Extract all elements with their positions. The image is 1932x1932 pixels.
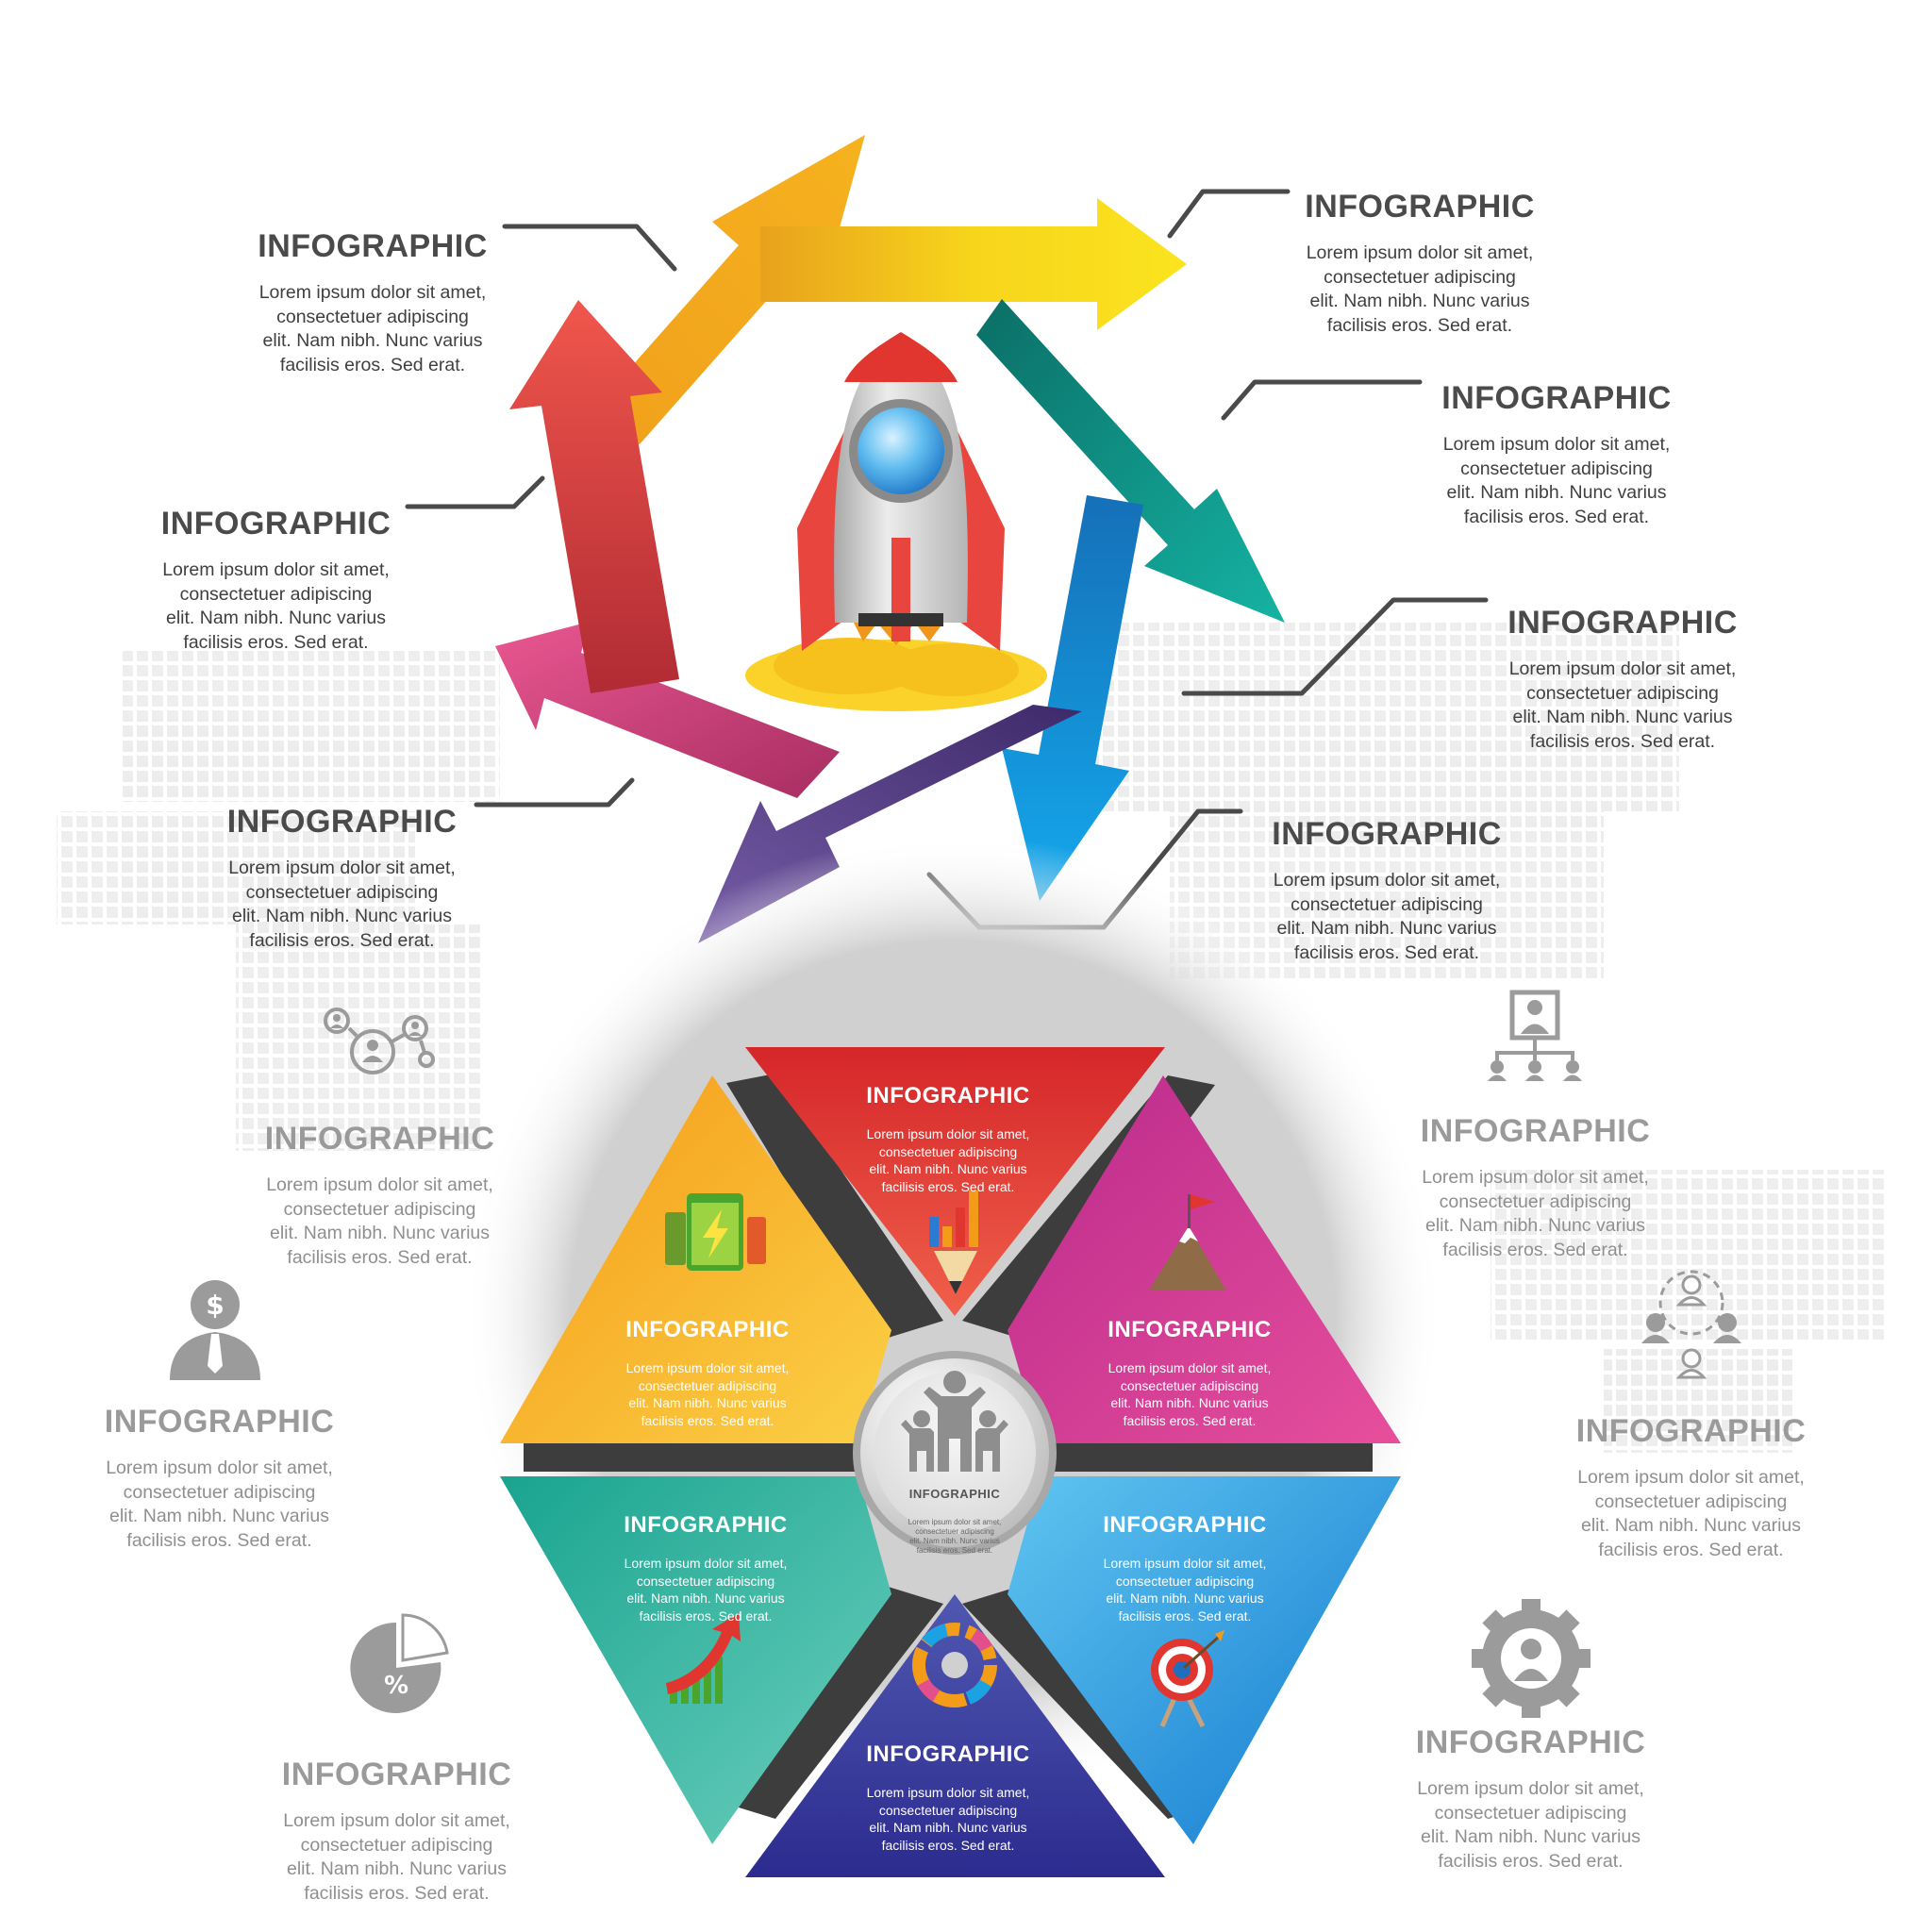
cycle-label-body: Lorem ipsum dolor sit amet, consectetuer…: [1442, 434, 1671, 527]
arrow-orange: [580, 135, 865, 444]
cycle-label-right-2: INFOGRAPHIC Lorem ipsum dolor sit amet, …: [1481, 588, 1764, 771]
mountain-flag-icon: [1149, 1194, 1226, 1291]
cycle-label-title: INFOGRAPHIC: [1507, 605, 1738, 641]
side-label-body: Lorem ipsum dolor sit amet, consectetuer…: [1577, 1467, 1805, 1560]
side-label-body: Lorem ipsum dolor sit amet, consectetuer…: [1422, 1167, 1649, 1260]
hex-label-magenta: INFOGRAPHIC Lorem ipsum dolor sit amet, …: [1072, 1300, 1307, 1446]
cycle-label-title: INFOGRAPHIC: [226, 804, 458, 840]
center-label: INFOGRAPHIC Lorem ipsum dolor sit amet, …: [889, 1470, 1021, 1573]
cycle-label-top-right: INFOGRAPHIC Lorem ipsum dolor sit amet, …: [1283, 172, 1557, 355]
arrow-cycle: [495, 135, 1285, 943]
target-icon: [1151, 1630, 1224, 1728]
arrow-blue: [1002, 495, 1143, 901]
side-label-body: Lorem ipsum dolor sit amet, consectetuer…: [106, 1457, 333, 1551]
side-label-gear: INFOGRAPHIC Lorem ipsum dolor sit amet, …: [1387, 1707, 1674, 1890]
cycle-label-body: Lorem ipsum dolor sit amet, consectetuer…: [162, 559, 390, 653]
cycle-label-body: Lorem ipsum dolor sit amet, consectetuer…: [1508, 658, 1737, 752]
side-label-businessman: INFOGRAPHIC Lorem ipsum dolor sit amet, …: [75, 1387, 363, 1570]
cycle-label-title: INFOGRAPHIC: [1441, 380, 1672, 416]
hex-label-body: Lorem ipsum dolor sit amet, consectetuer…: [624, 1556, 788, 1624]
hex-label-title: INFOGRAPHIC: [624, 1512, 788, 1538]
businessman-dollar-icon: [170, 1280, 260, 1380]
cycle-label-body: Lorem ipsum dolor sit amet, consectetuer…: [1306, 242, 1534, 336]
cycle-label-body: Lorem ipsum dolor sit amet, consectetuer…: [228, 858, 456, 951]
hex-label-body: Lorem ipsum dolor sit amet, consectetuer…: [625, 1360, 790, 1428]
hexagon-diagram: [462, 835, 1443, 1877]
side-label-title: INFOGRAPHIC: [104, 1404, 335, 1440]
hex-label-title: INFOGRAPHIC: [1103, 1512, 1267, 1538]
hex-label-indigo: INFOGRAPHIC Lorem ipsum dolor sit amet, …: [830, 1724, 1066, 1871]
growth-arrow-icon: [666, 1613, 741, 1704]
hex-label-teal: INFOGRAPHIC Lorem ipsum dolor sit amet, …: [588, 1495, 824, 1641]
cycle-label-title: INFOGRAPHIC: [1305, 189, 1535, 225]
side-label-title: INFOGRAPHIC: [1415, 1724, 1646, 1760]
hex-label-title: INFOGRAPHIC: [1108, 1317, 1272, 1342]
cycle-label-top-left: INFOGRAPHIC Lorem ipsum dolor sit amet, …: [226, 211, 519, 394]
side-label-network: INFOGRAPHIC Lorem ipsum dolor sit amet, …: [236, 1104, 524, 1287]
hex-label-title: INFOGRAPHIC: [625, 1317, 790, 1342]
side-label-pie: INFOGRAPHIC Lorem ipsum dolor sit amet, …: [253, 1740, 541, 1923]
hex-label-body: Lorem ipsum dolor sit amet, consectetuer…: [1103, 1556, 1267, 1624]
arrow-pink: [495, 622, 840, 798]
center-label-title: INFOGRAPHIC: [908, 1487, 1001, 1501]
rocket-icon: [745, 332, 1047, 711]
bar-chart-pencil-icon: [929, 1191, 978, 1294]
cycle-label-body: Lorem ipsum dolor sit amet, consectetuer…: [1273, 870, 1501, 963]
hex-label-title: INFOGRAPHIC: [866, 1741, 1030, 1767]
hex-triangle-indigo: [745, 1594, 1165, 1877]
hex-triangle-red: [745, 1047, 1165, 1316]
side-label-title: INFOGRAPHIC: [1420, 1113, 1651, 1149]
cycle-label-left-bottom: INFOGRAPHIC Lorem ipsum dolor sit amet, …: [198, 787, 486, 970]
battery-icon: [665, 1193, 766, 1271]
hex-triangle-teal: [500, 1476, 891, 1844]
cycle-label-title: INFOGRAPHIC: [258, 228, 488, 264]
hex-label-orange: INFOGRAPHIC Lorem ipsum dolor sit amet, …: [590, 1300, 825, 1446]
cycle-label-right-1: INFOGRAPHIC Lorem ipsum dolor sit amet, …: [1415, 363, 1698, 546]
gear-user-icon: [1472, 1599, 1591, 1718]
cycle-label-title: INFOGRAPHIC: [160, 506, 391, 541]
side-label-body: Lorem ipsum dolor sit amet, consectetuer…: [283, 1810, 510, 1904]
arrow-yellow: [760, 198, 1187, 330]
team-icon: [901, 1371, 1008, 1472]
arrow-red: [509, 300, 679, 693]
network-icon: [324, 1008, 435, 1074]
hex-label-body: Lorem ipsum dolor sit amet, consectetuer…: [866, 1785, 1030, 1853]
arrow-teal: [976, 299, 1285, 623]
hex-label-red: INFOGRAPHIC Lorem ipsum dolor sit amet, …: [830, 1066, 1066, 1212]
hierarchy-icon: [1488, 990, 1582, 1081]
collaboration-cycle-icon: [1641, 1270, 1741, 1379]
pie-percent-icon: [350, 1613, 449, 1713]
side-label-title: INFOGRAPHIC: [264, 1121, 495, 1157]
side-label-body: Lorem ipsum dolor sit amet, consectetuer…: [1417, 1778, 1644, 1872]
hex-label-body: Lorem ipsum dolor sit amet, consectetuer…: [866, 1126, 1030, 1194]
cycle-icon: [912, 1623, 997, 1707]
cycle-label-left-mid: INFOGRAPHIC Lorem ipsum dolor sit amet, …: [132, 489, 420, 672]
side-label-title: INFOGRAPHIC: [281, 1757, 512, 1792]
hex-label-blue: INFOGRAPHIC Lorem ipsum dolor sit amet, …: [1067, 1495, 1303, 1641]
dollar-glyph: $: [206, 1290, 224, 1321]
side-label-collaboration: INFOGRAPHIC Lorem ipsum dolor sit amet, …: [1547, 1396, 1835, 1579]
cycle-label-bottom-right: INFOGRAPHIC Lorem ipsum dolor sit amet, …: [1245, 799, 1528, 982]
percent-glyph: %: [384, 1672, 408, 1700]
network-people: [330, 1014, 422, 1062]
cycle-label-body: Lorem ipsum dolor sit amet, consectetuer…: [258, 282, 487, 375]
side-label-body: Lorem ipsum dolor sit amet, consectetuer…: [266, 1174, 493, 1268]
cycle-label-title: INFOGRAPHIC: [1272, 816, 1502, 852]
side-label-title: INFOGRAPHIC: [1575, 1413, 1807, 1449]
hex-label-title: INFOGRAPHIC: [866, 1083, 1030, 1108]
hex-label-body: Lorem ipsum dolor sit amet, consectetuer…: [1108, 1360, 1272, 1428]
side-label-hierarchy: INFOGRAPHIC Lorem ipsum dolor sit amet, …: [1391, 1096, 1679, 1279]
center-label-body: Lorem ipsum dolor sit amet, consectetuer…: [908, 1518, 1002, 1555]
